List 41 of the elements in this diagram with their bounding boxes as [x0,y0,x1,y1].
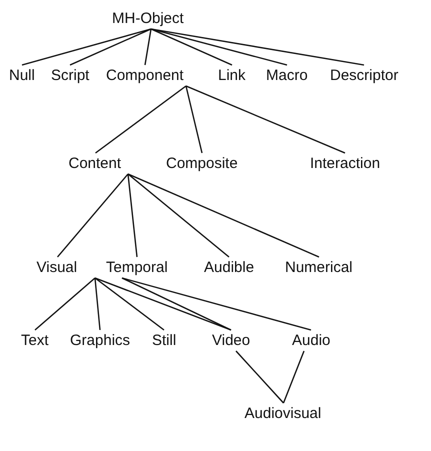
node-label: Component [105,64,185,86]
connector-line [95,85,186,154]
node-label: Still [151,330,178,350]
node-label: Audible [203,256,256,278]
connector-line [185,86,203,154]
connector-line [94,278,101,330]
connector-line [70,28,152,66]
node-label: Descriptor [329,64,400,86]
connector-line [122,277,312,331]
connector-line [186,85,346,154]
connector-line [150,28,288,66]
node-label: Graphics [69,330,132,350]
connector-line [94,277,232,331]
connector-line [22,28,152,66]
node-label: Composite [165,152,239,174]
node-label: Temporal [105,256,169,278]
connector-line [236,350,284,404]
connector-line [150,28,364,66]
node-label: Interaction [309,152,382,174]
node-label: Macro [265,64,309,86]
connector-line [128,173,320,258]
node-label: Audiovisual [244,402,322,424]
node-label: Script [50,64,90,86]
connector-line [150,28,232,66]
node-label: Link [217,64,247,86]
connector-line [282,350,305,404]
connector-line [128,174,230,258]
connector-line [127,174,138,258]
connector-line [34,278,96,330]
node-label: Text [20,330,50,350]
connector-line [144,28,152,66]
node-label: Numerical [284,256,354,278]
node-label: Content [68,152,122,174]
node-label: MH-Object [111,8,185,28]
connector-line [122,277,232,331]
connector-line [94,277,164,331]
node-label: Audio [291,330,332,350]
node-label: Visual [36,256,78,278]
connector-line [57,174,128,258]
node-label: Video [211,330,252,350]
node-label: Null [8,64,36,86]
